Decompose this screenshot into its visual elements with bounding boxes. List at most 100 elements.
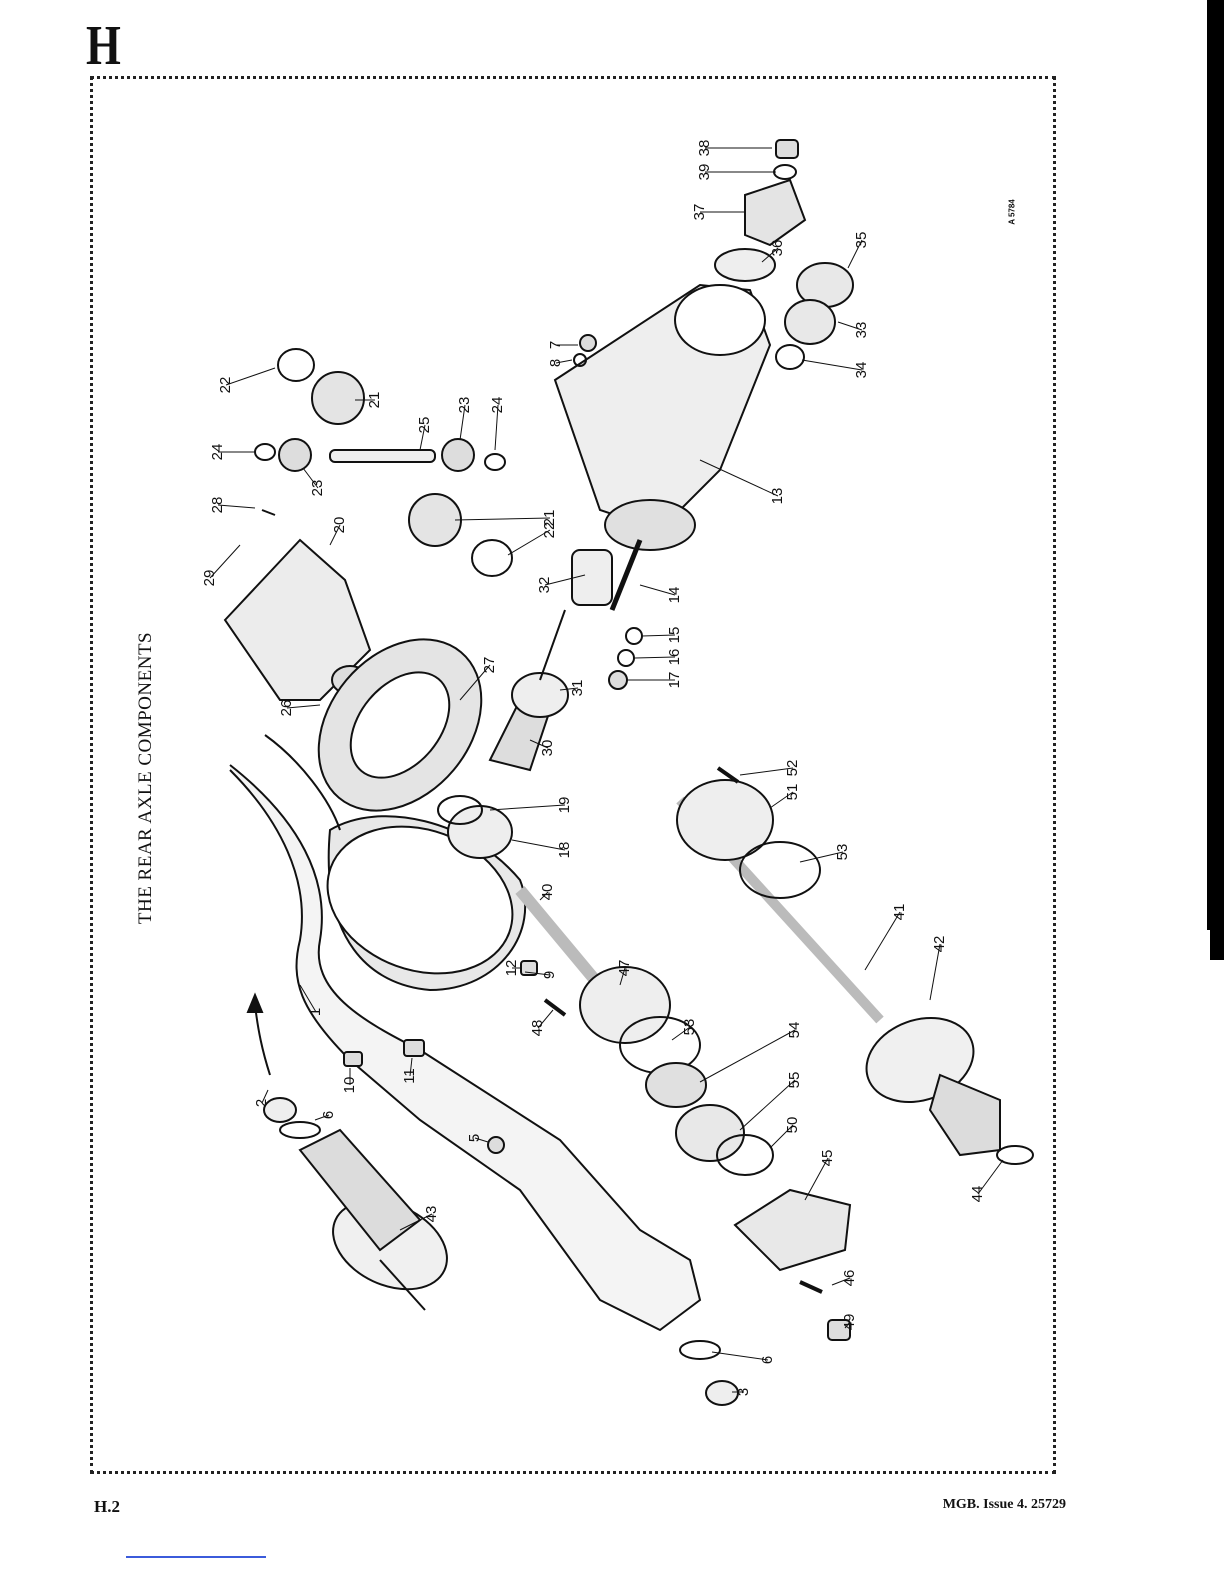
bearing-18 [448,806,512,858]
part-number-label: 55 [786,1072,803,1089]
bolt-48 [545,1000,565,1015]
part-number-label: 22 [217,377,234,394]
part-number-label: 21 [366,392,383,409]
part-number-label: 5 [466,1134,483,1142]
washer-6b [680,1341,720,1359]
thrust-washer-22b [472,540,512,576]
part-number-label: 15 [666,627,683,644]
bearing-55 [676,1105,744,1161]
washer-6 [280,1122,320,1138]
page-number: H.2 [94,1497,120,1517]
spacer-34 [776,345,804,369]
part-number-label: 54 [786,1022,803,1039]
spacer-32 [572,550,612,605]
part-number-label: 24 [209,444,226,461]
thrust-washer-22a [278,349,314,381]
part-number-label: 50 [784,1117,801,1134]
seal-54 [646,1063,706,1107]
diff-pinion-23b [442,439,474,471]
part-number-label: 38 [696,140,713,157]
bolt-28 [262,510,275,515]
part-number-label: 37 [691,204,708,221]
part-number-label: 23 [456,397,473,414]
issue-reference: MGB. Issue 4. 25729 [943,1497,1066,1513]
part-number-label: 32 [536,577,553,594]
differential-carrier [555,285,770,550]
part-number-label: 19 [556,797,573,814]
part-number-label: 39 [696,164,713,181]
part-number-label: 12 [503,960,520,977]
part-number-label: 36 [769,240,786,257]
part-number-label: 33 [853,322,870,339]
leader-line [490,805,565,810]
differential-cage [225,540,370,700]
stud-14 [612,540,640,610]
part-number-label: 30 [539,740,556,757]
part-number-label: 20 [331,517,348,534]
part-number-label: 53 [681,1019,698,1036]
nut-5 [488,1137,504,1153]
plug-10 [344,1052,362,1066]
part-number-label: 6 [759,1356,776,1364]
cross-pin-25 [330,450,435,462]
diff-gear-21b [409,494,461,546]
part-number-label: 22 [541,522,558,539]
part-number-label: 13 [769,488,786,505]
part-number-label: 41 [891,904,908,921]
part-number-label: 9 [541,971,558,979]
part-number-label: 29 [201,570,218,587]
part-number-label: 49 [841,1314,858,1331]
washer-24a [255,444,275,460]
part-number-label: 31 [569,680,586,697]
part-number-label: 27 [481,657,498,674]
drawing-code: A 5784 [1008,199,1017,225]
part-number-label: 47 [616,960,633,977]
part-number-label: 3 [735,1388,752,1396]
diff-pinion-23a [279,439,311,471]
part-number-label: 24 [489,397,506,414]
pinion-nut-38 [776,140,798,158]
diagram-title: THE REAR AXLE COMPONENTS [135,632,157,924]
part-number-label: 1 [307,1008,324,1016]
part-number-label: 11 [401,1068,418,1084]
part-number-label: 25 [416,417,433,434]
part-number-label: 40 [539,884,556,901]
part-number-label: 35 [853,232,870,249]
bearing-housing-51 [677,780,773,860]
part-number-label: 2 [253,1099,270,1107]
nut-3 [706,1381,738,1405]
bolt-46 [800,1282,822,1292]
part-number-label: 17 [666,672,683,689]
part-number-label: 53 [834,844,851,861]
page-link-underline [126,1556,266,1558]
washer-39 [774,165,796,179]
leader-line [455,518,550,520]
part-number-label: 45 [819,1150,836,1167]
part-number-label: 8 [547,359,564,367]
part-number-label: 14 [666,587,683,604]
hub-45 [735,1190,850,1270]
part-number-label: 44 [969,1186,986,1203]
part-number-label: 10 [341,1077,358,1094]
bearing-33 [785,300,835,344]
part-number-label: 42 [931,936,948,953]
part-number-label: 46 [841,1270,858,1287]
part-number-label: 26 [278,700,295,717]
part-number-label: 6 [320,1111,337,1119]
diff-gear-21a [312,372,364,424]
part-number-label: 52 [784,760,801,777]
leader-line [700,1030,795,1082]
hub-right [855,1004,1000,1155]
part-number-label: 43 [423,1206,440,1223]
part-number-label: 7 [547,341,564,349]
washer-24b [485,454,505,470]
part-number-label: 28 [209,497,226,514]
part-number-label: 23 [309,480,326,497]
part-number-label: 16 [666,649,683,666]
pinion-flange-37 [745,180,805,245]
o-ring-53b [740,842,820,898]
part-number-label: 48 [529,1020,546,1037]
plug-11 [404,1040,424,1056]
direction-arrow [255,1005,270,1075]
